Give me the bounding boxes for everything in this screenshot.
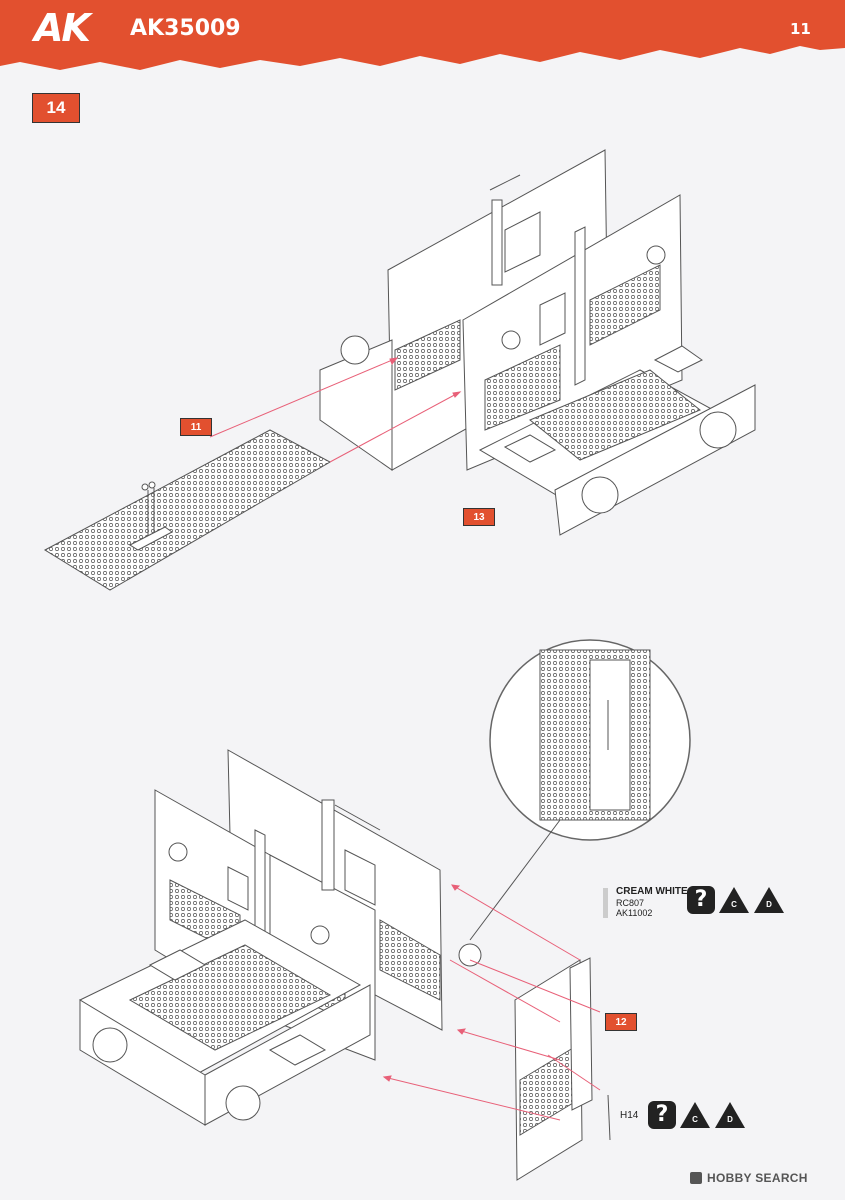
part-tag-12: 12: [605, 1013, 637, 1031]
assembly-arrows: [209, 357, 601, 1121]
triangle-c-icon: C: [718, 886, 750, 914]
watermark-text: HOBBY SEARCH: [707, 1171, 808, 1185]
triangle-d-icon: D: [753, 886, 785, 914]
marker-c-label: C: [731, 900, 737, 909]
part-tag-13: 13: [463, 508, 495, 526]
watermark: HOBBY SEARCH: [690, 1171, 808, 1185]
triangle-c-icon: C: [679, 1101, 711, 1129]
paint-code-rc: RC807: [616, 898, 645, 908]
part-tag-11: 11: [180, 418, 212, 436]
marker-d-label: D: [766, 900, 772, 909]
part-label-h14: H14: [620, 1110, 639, 1121]
header-band: AK AK35009 11: [0, 0, 845, 70]
brand-logo: AK: [34, 6, 91, 50]
header-background: [0, 0, 845, 70]
question-icon: ?: [687, 886, 715, 914]
page-number: 11: [790, 20, 811, 38]
hobbysearch-logo-icon: [690, 1172, 702, 1184]
step-number: 14: [32, 93, 80, 123]
paint-swatch: [603, 888, 608, 918]
paint-code-ak: AK11002: [616, 908, 653, 918]
marker-d-label: D: [727, 1115, 733, 1124]
triangle-d-icon: D: [714, 1101, 746, 1129]
paint-name: CREAM WHITE: [616, 886, 688, 897]
option-markers-top: ? C D: [687, 886, 785, 914]
lower-assembly: [78, 639, 691, 1181]
product-code: AK35009: [130, 16, 241, 41]
option-markers-bottom: ? C D: [648, 1101, 746, 1129]
marker-c-label: C: [692, 1115, 698, 1124]
upper-assembly: [43, 149, 756, 591]
question-icon: ?: [648, 1101, 676, 1129]
